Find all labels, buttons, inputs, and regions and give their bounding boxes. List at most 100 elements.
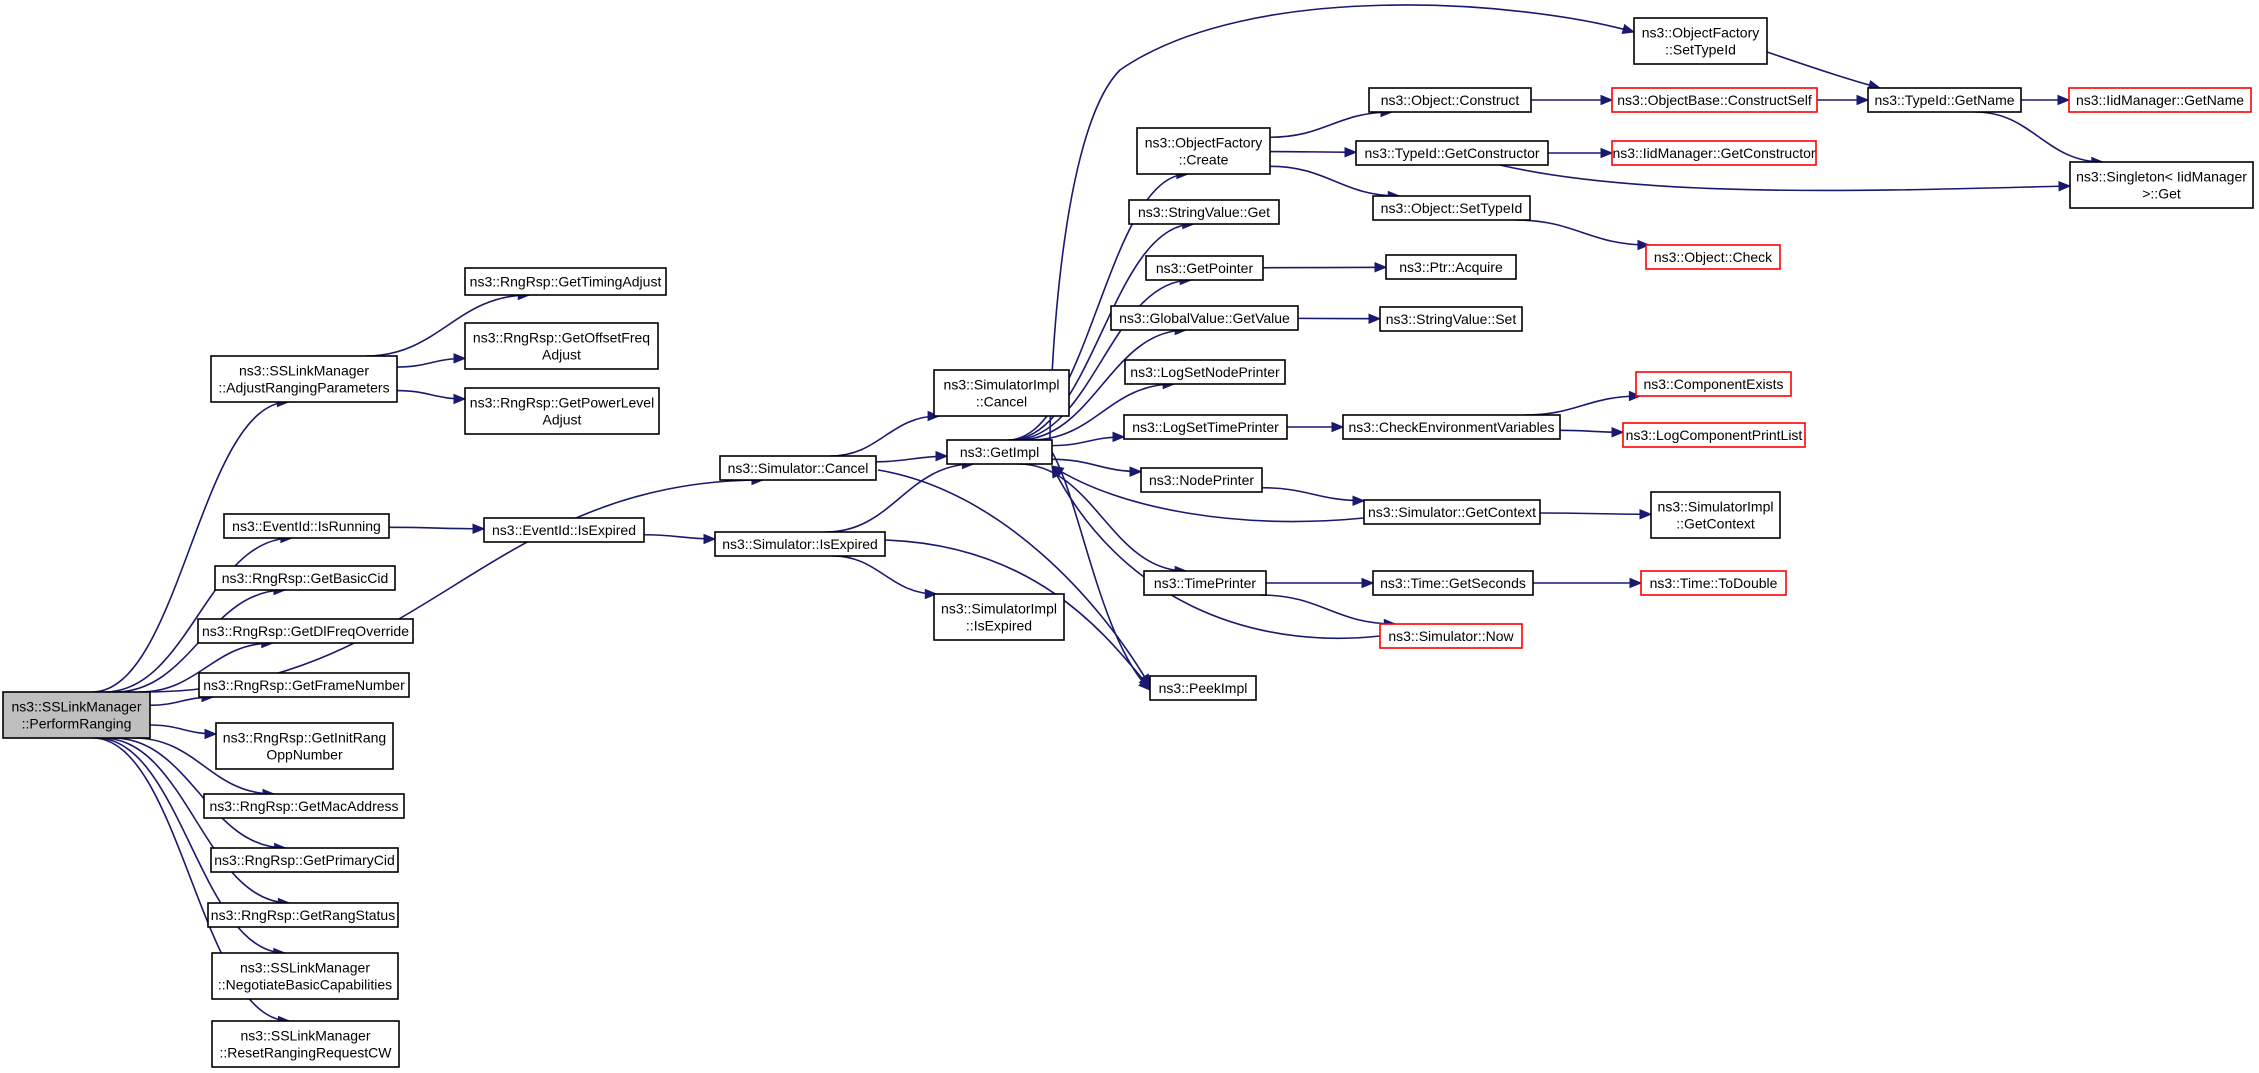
node-objectbase-constructself[interactable]: ns3::ObjectBase::ConstructSelf: [1611, 87, 1818, 113]
node-component-exists[interactable]: ns3::ComponentExists: [1635, 371, 1792, 397]
node-get-mac-address[interactable]: ns3::RngRsp::GetMacAddress: [203, 793, 405, 819]
node-label: ns3::RngRsp::GetBasicCid: [222, 570, 389, 586]
node-box: [1149, 675, 1257, 701]
node-box: [1372, 570, 1534, 596]
node-label: ns3::RngRsp::GetPrimaryCid: [214, 852, 395, 868]
node-time-getseconds[interactable]: ns3::Time::GetSeconds: [1372, 570, 1534, 596]
node-simulator-getcontext[interactable]: ns3::Simulator::GetContext: [1363, 499, 1541, 525]
edge-get_pointer-to-ptr_acquire: [1262, 262, 1388, 273]
edge-time_printer-to-simulator_now: [1260, 594, 1397, 630]
arrowhead-icon: [1621, 23, 1636, 34]
edge-line: [1269, 165, 1400, 197]
node-label: >::Get: [2142, 186, 2181, 202]
node-label: ns3::SSLinkManager: [241, 1028, 371, 1044]
node-box: [207, 902, 399, 928]
node-label: ::GetContext: [1676, 516, 1755, 532]
node-box: [1124, 359, 1286, 385]
edge-objectbase_constructself-to-typeid_getname: [1817, 94, 1870, 106]
node-label: ::ResetRangingRequestCW: [220, 1045, 393, 1061]
node-peek-impl[interactable]: ns3::PeekImpl: [1149, 675, 1257, 701]
arrowhead-icon: [1856, 94, 1870, 106]
node-simimpl-getcontext[interactable]: ns3::SimulatorImpl::GetContext: [1650, 491, 1781, 539]
node-get-primary-cid[interactable]: ns3::RngRsp::GetPrimaryCid: [210, 847, 399, 873]
node-log-set-node-printer[interactable]: ns3::LogSetNodePrinter: [1124, 359, 1286, 385]
node-check-env-vars[interactable]: ns3::CheckEnvironmentVariables: [1342, 414, 1561, 440]
arrowhead-icon: [1051, 464, 1062, 479]
node-object-check[interactable]: ns3::Object::Check: [1645, 244, 1781, 270]
node-label: ns3::IidManager::GetConstructor: [1612, 145, 1815, 161]
edge-line: [365, 294, 530, 357]
node-globalvalue-getvalue[interactable]: ns3::GlobalValue::GetValue: [1110, 305, 1299, 331]
node-label: Adjust: [542, 347, 581, 363]
node-eventid-isexpired[interactable]: ns3::EventId::IsExpired: [483, 517, 645, 543]
node-get-rang-status[interactable]: ns3::RngRsp::GetRangStatus: [207, 902, 399, 928]
node-get-basic-cid[interactable]: ns3::RngRsp::GetBasicCid: [214, 565, 396, 591]
arrowhead-icon: [1639, 509, 1653, 520]
node-box: [1645, 244, 1781, 270]
node-reset-ranging-cw[interactable]: ns3::SSLinkManager::ResetRangingRequestC…: [211, 1020, 400, 1068]
node-label: ns3::StringValue::Set: [1386, 311, 1517, 327]
node-simulator-now[interactable]: ns3::Simulator::Now: [1379, 623, 1523, 649]
node-get-frame-number[interactable]: ns3::RngRsp::GetFrameNumber: [198, 672, 410, 698]
node-label: ns3::ComponentExists: [1643, 376, 1783, 392]
node-iidmanager-getconstructor[interactable]: ns3::IidManager::GetConstructor: [1611, 140, 1817, 166]
arrowhead-icon: [1628, 390, 1642, 402]
node-eventid-isrunning[interactable]: ns3::EventId::IsRunning: [223, 513, 390, 539]
node-time-todouble[interactable]: ns3::Time::ToDouble: [1640, 570, 1787, 596]
node-get-timing-adjust[interactable]: ns3::RngRsp::GetTimingAdjust: [464, 267, 667, 296]
node-label: ns3::StringValue::Get: [1138, 204, 1270, 220]
node-time-printer[interactable]: ns3::TimePrinter: [1143, 570, 1267, 596]
arrowhead-icon: [1352, 495, 1366, 507]
node-simulator-cancel[interactable]: ns3::Simulator::Cancel: [719, 455, 877, 481]
node-stringvalue-get[interactable]: ns3::StringValue::Get: [1128, 199, 1280, 225]
node-objfactory-create[interactable]: ns3::ObjectFactory::Create: [1136, 127, 1271, 175]
node-iidmanager-getname[interactable]: ns3::IidManager::GetName: [2068, 87, 2252, 113]
node-log-component-print-list[interactable]: ns3::LogComponentPrintList: [1622, 422, 1806, 448]
node-singleton-get[interactable]: ns3::Singleton< IidManager >::Get: [2069, 161, 2254, 209]
node-simimpl-cancel[interactable]: ns3::SimulatorImpl::Cancel: [933, 369, 1070, 417]
node-get-dl-freq-override[interactable]: ns3::RngRsp::GetDlFreqOverride: [197, 618, 414, 644]
node-label: ns3::Object::Construct: [1381, 92, 1520, 108]
node-label: ns3::LogComponentPrintList: [1626, 427, 1803, 443]
node-adjust-ranging[interactable]: ns3::SSLinkManager::AdjustRangingParamet…: [210, 355, 398, 403]
node-negotiate-basic[interactable]: ns3::SSLinkManager::NegotiateBasicCapabi…: [211, 952, 399, 1000]
node-label: ns3::Object::Check: [1654, 249, 1773, 265]
node-box: [1140, 467, 1263, 493]
node-get-pointer[interactable]: ns3::GetPointer: [1145, 255, 1264, 281]
node-node-printer[interactable]: ns3::NodePrinter: [1140, 467, 1263, 493]
node-label: ns3::RngRsp::GetMacAddress: [209, 798, 398, 814]
node-log-set-time-printer[interactable]: ns3::LogSetTimePrinter: [1123, 414, 1288, 440]
node-object-settypeid[interactable]: ns3::Object::SetTypeId: [1372, 195, 1531, 221]
edge-line: [388, 526, 485, 530]
node-simulator-isexpired[interactable]: ns3::Simulator::IsExpired: [714, 531, 886, 557]
arrowhead-icon: [453, 393, 467, 405]
node-objfactory-settypeid[interactable]: ns3::ObjectFactory::SetTypeId: [1633, 17, 1768, 65]
node-get-impl[interactable]: ns3::GetImpl: [946, 439, 1053, 465]
node-box: [1110, 305, 1299, 331]
arrowhead-icon: [1611, 426, 1625, 438]
node-label: ns3::SSLinkManager: [12, 699, 142, 715]
node-label: ns3::RngRsp::GetTimingAdjust: [470, 274, 662, 290]
node-label: ns3::RngRsp::GetDlFreqOverride: [202, 623, 409, 639]
node-stringvalue-set[interactable]: ns3::StringValue::Set: [1379, 306, 1523, 332]
node-typeid-getname[interactable]: ns3::TypeId::GetName: [1867, 87, 2022, 113]
edge-line: [1049, 4, 1635, 442]
node-typeid-getconstructor[interactable]: ns3::TypeId::GetConstructor: [1355, 140, 1549, 166]
node-label: Adjust: [543, 412, 582, 428]
node-box: [1379, 623, 1523, 649]
arrowhead-icon: [1129, 466, 1143, 477]
node-box: [1368, 87, 1532, 113]
node-ptr-acquire[interactable]: ns3::Ptr::Acquire: [1385, 254, 1517, 280]
arrowhead-icon: [1637, 239, 1651, 251]
node-label: ns3::CheckEnvironmentVariables: [1349, 419, 1555, 435]
node-object-construct[interactable]: ns3::Object::Construct: [1368, 87, 1532, 113]
node-box: [1650, 491, 1781, 539]
node-label: ns3::SSLinkManager: [239, 363, 369, 379]
arrowhead-icon: [2058, 181, 2072, 192]
node-simimpl-isexpired[interactable]: ns3::SimulatorImpl::IsExpired: [933, 593, 1065, 641]
node-perform-ranging[interactable]: ns3::SSLinkManager::PerformRanging: [2, 691, 151, 739]
